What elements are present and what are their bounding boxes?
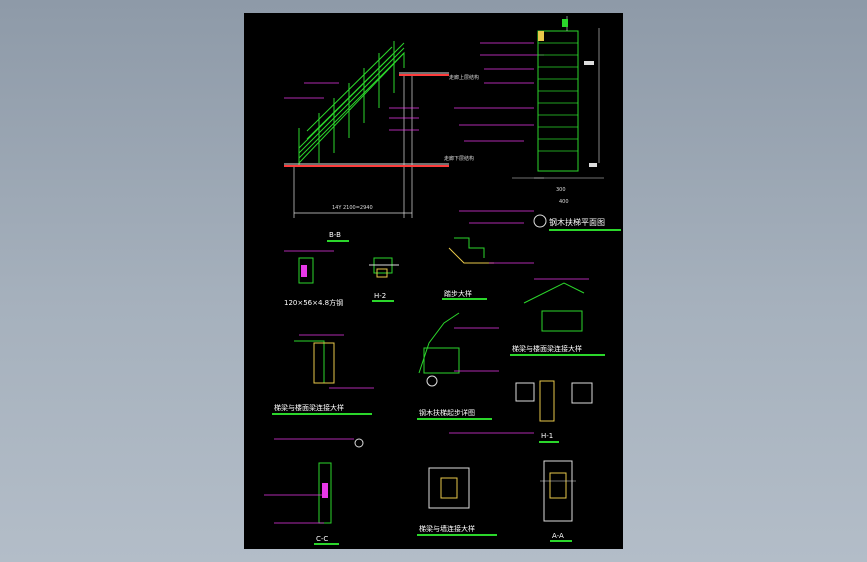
wall-connection-title: 梯梁与墙连接大样 — [419, 524, 475, 533]
plan-dim-300: 300 — [556, 187, 566, 193]
detail-b-b: B-B 120×56×4.8方钢 — [284, 231, 349, 307]
stair-plan-title: 钢木扶梯平面图 — [549, 217, 605, 227]
beam-connection-title: 梯梁与楼面梁连接大样 — [512, 344, 582, 353]
detail-h-1: H-1 — [515, 380, 593, 443]
detail-h-2: H-2 — [369, 257, 399, 302]
detail-a-a: A-A — [540, 460, 576, 542]
wall-connection-detail: 梯梁与墙连接大样 — [417, 432, 534, 536]
step-title: 踏步大样 — [444, 289, 472, 298]
plan-dim-400: 400 — [559, 199, 569, 205]
detail-c-c: C-C — [264, 438, 364, 545]
b-b-title: B-B — [329, 231, 341, 239]
a-a-title: A-A — [552, 532, 564, 540]
tube-label: 120×56×4.8方钢 — [284, 298, 343, 307]
stair-plan: 300 400 钢木扶梯平面图 — [512, 16, 621, 231]
beam-to-beam-detail: 梯梁与楼面梁连接大样 — [272, 334, 374, 415]
elevation-dim-label: 14Y 2100=2940 — [332, 205, 373, 211]
h1-title: H-1 — [541, 432, 553, 440]
lower-floor-label: 走廊下层结构 — [444, 155, 474, 162]
beam-to-beam-title: 梯梁与楼面梁连接大样 — [274, 403, 344, 412]
cad-drawing-canvas: 14Y 2100=2940 走廊上层结构 走廊下层结构 — [264, 16, 621, 545]
stair-start-title: 钢木扶梯起步详图 — [419, 408, 475, 417]
c-c-title: C-C — [316, 535, 328, 543]
annotation-leaders — [284, 42, 544, 142]
step-detail: 踏步大样 — [442, 210, 534, 300]
stair-dimension-lines — [293, 75, 413, 218]
beam-connection-right: 梯梁与楼面梁连接大样 — [510, 278, 605, 356]
upper-floor-label: 走廊上层结构 — [449, 74, 479, 81]
stair-start-detail: 钢木扶梯起步详图 — [417, 312, 499, 420]
cad-drawing-sheet: 14Y 2100=2940 走廊上层结构 走廊下层结构 — [244, 13, 623, 549]
stair-elevation — [298, 41, 405, 165]
h2-title: H-2 — [374, 292, 386, 300]
